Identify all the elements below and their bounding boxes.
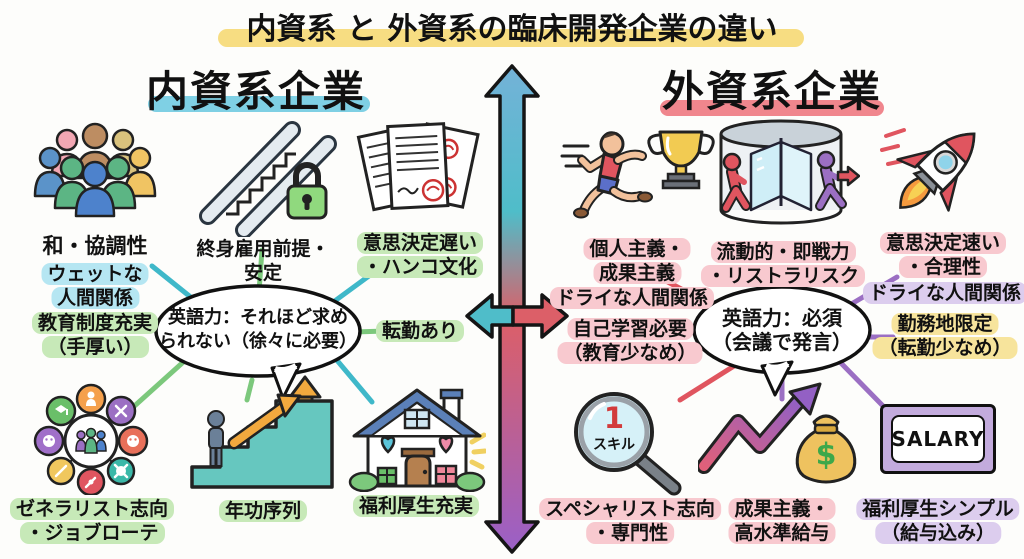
label-seniority: 年功序列 bbox=[218, 499, 308, 523]
people-group-icon bbox=[30, 112, 160, 238]
left-section-header: 内資系企業 bbox=[145, 67, 367, 116]
generalist-skills-wheel-icon bbox=[25, 383, 157, 499]
label-fast-decision: 意思決定速い ・合理性 bbox=[879, 231, 1007, 279]
label-fluid-workforce: 流動的・即戦力 ・リストラリスク bbox=[700, 240, 866, 288]
left-bubble-text: 英語力：それほど求め られない（徐々に必要） bbox=[159, 307, 357, 352]
escalator-lock-icon bbox=[192, 112, 337, 241]
right-section-header: 外資系企業 bbox=[661, 67, 883, 116]
one-skill-magnifier-icon: 1 スキル bbox=[562, 388, 692, 496]
right-speech-bubble bbox=[692, 285, 872, 397]
left-speech-bubble bbox=[154, 284, 362, 400]
label-performance-pay: 成果主義・ 高水準給与 bbox=[728, 497, 836, 545]
salary-sign-text: SALARY bbox=[891, 415, 985, 463]
magnifier-number: 1 bbox=[603, 401, 625, 435]
label-wet-relations: ウェットな 人間関係 bbox=[41, 262, 149, 310]
career-stairs-icon bbox=[186, 375, 336, 499]
label-welfare-full: 福利厚生充実 bbox=[352, 494, 480, 518]
label-harmony: 和・協調性 bbox=[42, 234, 148, 258]
welfare-house-icon bbox=[348, 380, 488, 496]
page-title: 内資系 と 外資系の臨床開発企業の違い bbox=[246, 12, 778, 47]
title-highlight-bar bbox=[218, 29, 804, 47]
label-individualism: 個人主義・ 成果主義 bbox=[583, 237, 691, 285]
label-specialist: スペシャリスト志向 ・専門性 bbox=[539, 497, 721, 545]
label-dry-relations-right: ドライな人間関係 bbox=[862, 281, 1024, 305]
rising-chart-moneybag-icon: $ bbox=[696, 382, 863, 494]
runner-trophy-icon bbox=[560, 118, 715, 237]
label-education-system: 教育制度充実 （手厚い） bbox=[31, 311, 159, 359]
label-generalist: ゼネラリスト志向 ・ジョブローテ bbox=[9, 497, 175, 545]
label-transfer: 転勤あり bbox=[375, 319, 465, 343]
label-dry-relations-left: ドライな人間関係 bbox=[549, 286, 715, 310]
dollar-sign: $ bbox=[815, 437, 837, 473]
label-slow-decision: 意思決定遅い ・ハンコ文化 bbox=[356, 231, 484, 279]
left-header-highlight-bar bbox=[148, 96, 370, 112]
right-header-highlight-bar bbox=[660, 100, 884, 116]
revolving-door-icon bbox=[702, 110, 861, 246]
salary-sign-icon: SALARY bbox=[880, 404, 996, 474]
magnifier-label: スキル bbox=[593, 437, 635, 453]
label-lifetime-employment: 終身雇用前提・ 安定 bbox=[196, 238, 330, 284]
label-location-limited: 勤務地限定 （転勤少なめ） bbox=[872, 312, 1018, 360]
label-simple-welfare: 福利厚生シンプル （給与込み） bbox=[856, 497, 1020, 545]
stamped-documents-icon bbox=[352, 115, 487, 231]
right-bubble-text: 英語力：必須 （会議で発言） bbox=[712, 306, 852, 354]
label-self-study: 自己学習必要 （教育少なめ） bbox=[557, 317, 703, 365]
rocket-icon bbox=[878, 118, 1013, 230]
